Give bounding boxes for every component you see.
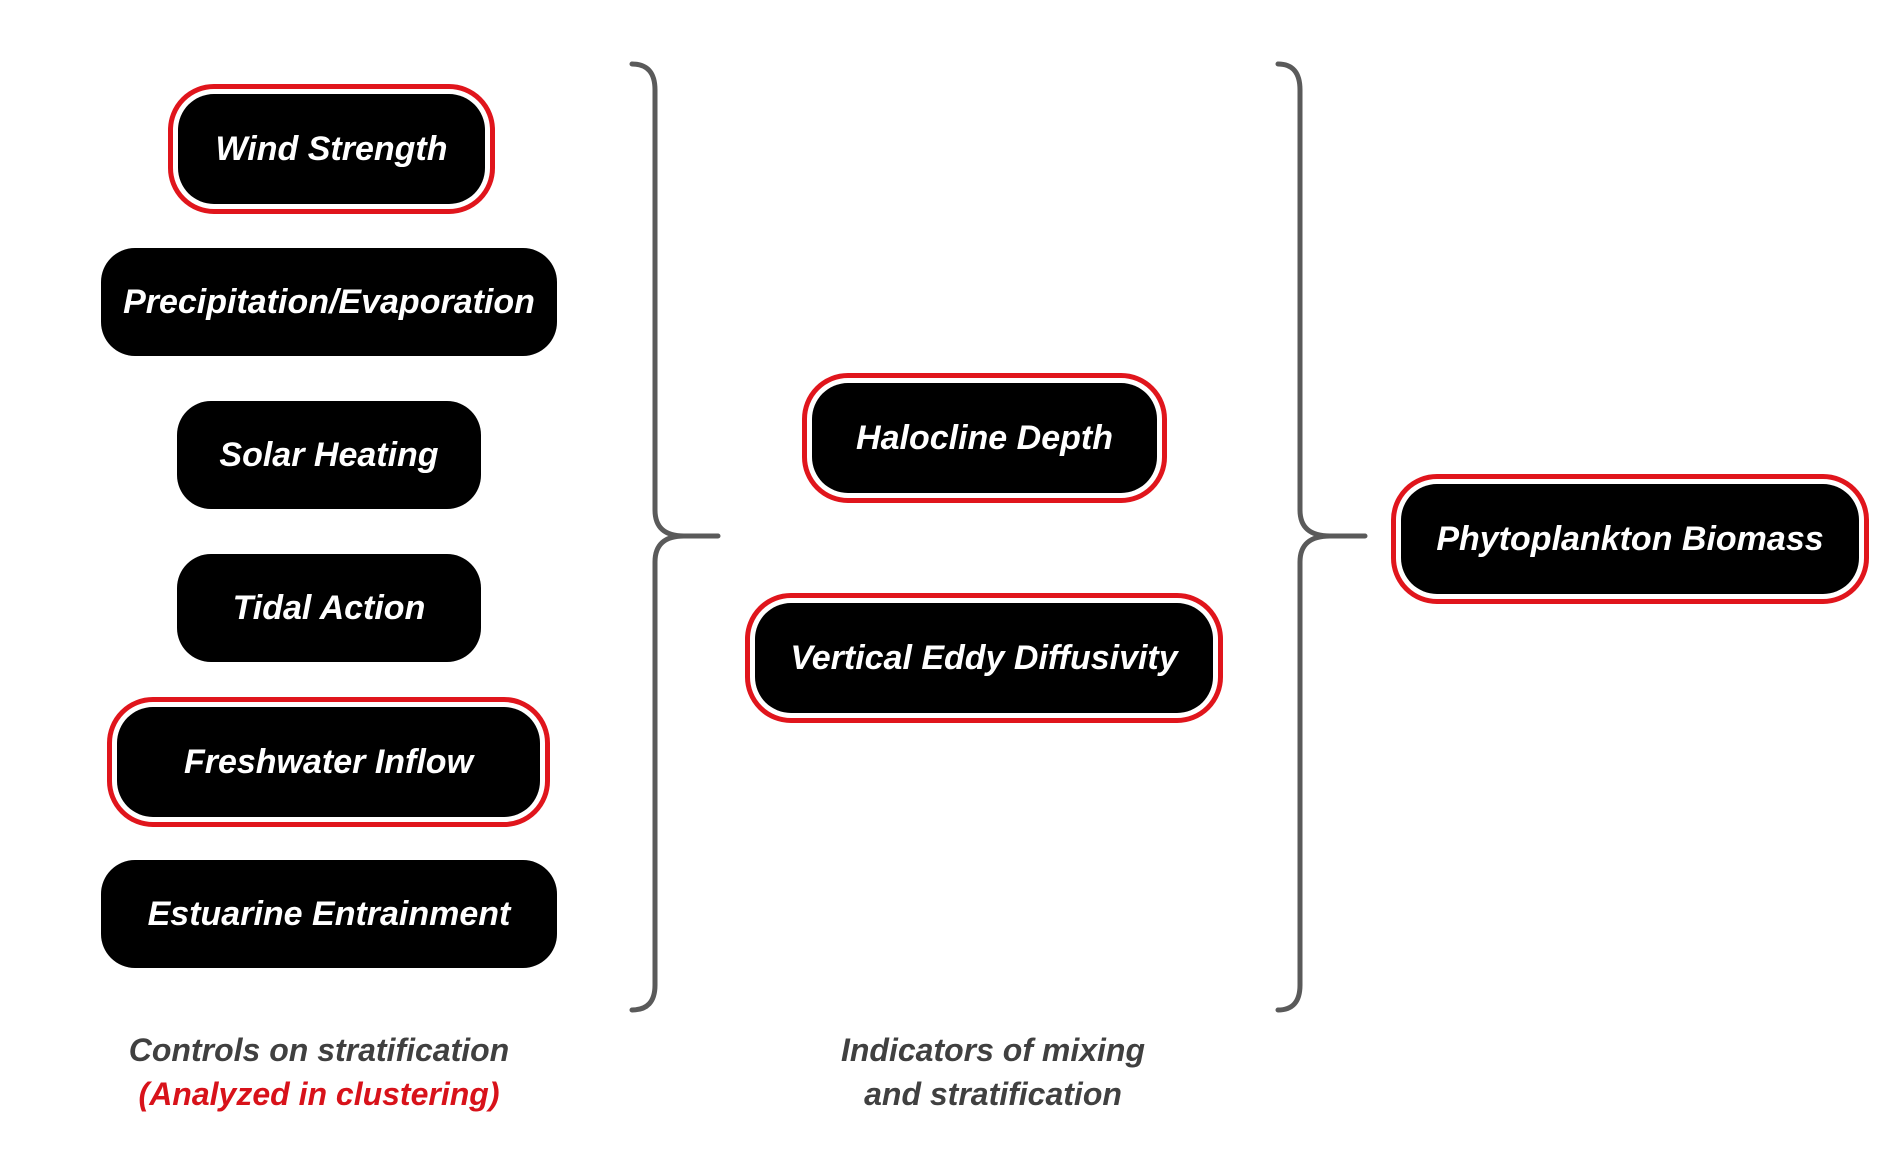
node-tidal-action: Tidal Action: [177, 554, 481, 662]
node-estuarine-entrainment: Estuarine Entrainment: [101, 860, 557, 968]
caption-indicators-line1: Indicators of mixing: [840, 1032, 1146, 1068]
node-label: Wind Strength: [215, 129, 448, 168]
node-label: Phytoplankton Biomass: [1436, 519, 1824, 558]
node-precipitation-evaporation: Precipitation/Evaporation: [101, 248, 557, 356]
node-label: Freshwater Inflow: [183, 742, 474, 781]
caption-indicators-line2: and stratification: [864, 1076, 1122, 1112]
node-solar-heating: Solar Heating: [177, 401, 481, 509]
node-label: Solar Heating: [219, 435, 439, 474]
brace-left: [629, 61, 721, 1013]
caption-indicators: Indicators of mixing and stratification: [793, 1028, 1193, 1116]
node-label: Precipitation/Evaporation: [123, 282, 535, 321]
node-wind-strength: Wind Strength: [168, 84, 495, 214]
node-phytoplankton-biomass: Phytoplankton Biomass: [1391, 474, 1869, 604]
caption-controls-line1: Controls on stratification: [128, 1032, 510, 1068]
node-label: Estuarine Entrainment: [147, 894, 511, 933]
caption-controls-line2: (Analyzed in clustering): [138, 1076, 500, 1112]
brace-right: [1275, 61, 1368, 1013]
node-halocline-depth: Halocline Depth: [802, 373, 1167, 503]
node-vertical-eddy-diffusivity: Vertical Eddy Diffusivity: [745, 593, 1223, 723]
node-freshwater-inflow: Freshwater Inflow: [107, 697, 550, 827]
node-label: Halocline Depth: [856, 418, 1113, 457]
node-label: Vertical Eddy Diffusivity: [790, 638, 1178, 677]
node-label: Tidal Action: [232, 588, 426, 627]
caption-controls: Controls on stratification (Analyzed in …: [79, 1028, 559, 1116]
